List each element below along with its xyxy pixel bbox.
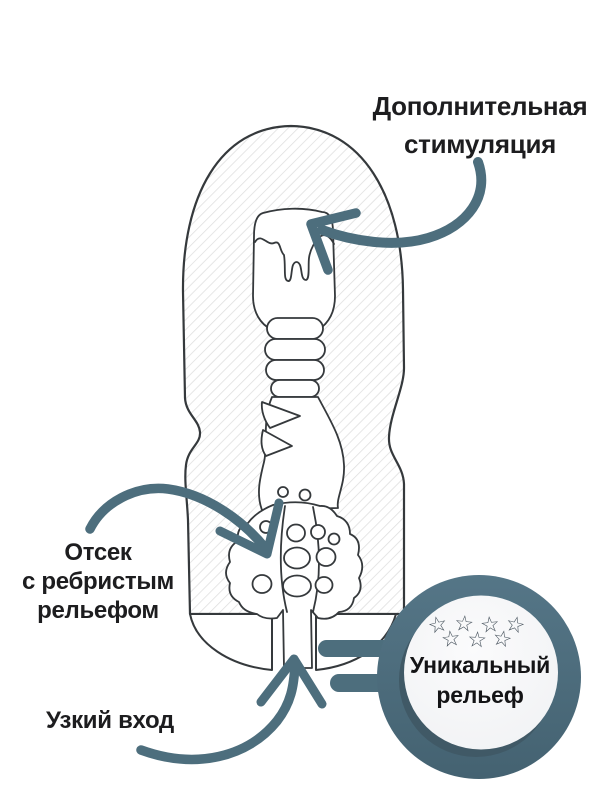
label-line: с ребристым	[22, 568, 174, 595]
label-line: Отсек	[64, 539, 132, 566]
label-narrow-entrance: Узкий вход	[20, 707, 200, 735]
label-line: Дополнительная	[372, 91, 588, 121]
label-additional-stimulation: Дополнительная стимуляция	[365, 87, 595, 163]
badge-label-line: рельеф	[436, 682, 524, 708]
label-line: Узкий вход	[46, 707, 174, 734]
unique-relief-badge	[377, 575, 581, 779]
arrow-compartment-icon	[85, 483, 284, 559]
arrow-entrance-icon	[136, 654, 327, 765]
label-ribbed-compartment: Отсек с ребристым рельефом	[8, 538, 188, 625]
badge-label: Уникальный рельеф	[392, 650, 568, 710]
arrow-top-icon	[306, 157, 487, 275]
label-line: рельефом	[37, 597, 159, 624]
label-line: стимуляция	[403, 129, 556, 159]
badge-label-line: Уникальный	[409, 652, 551, 678]
